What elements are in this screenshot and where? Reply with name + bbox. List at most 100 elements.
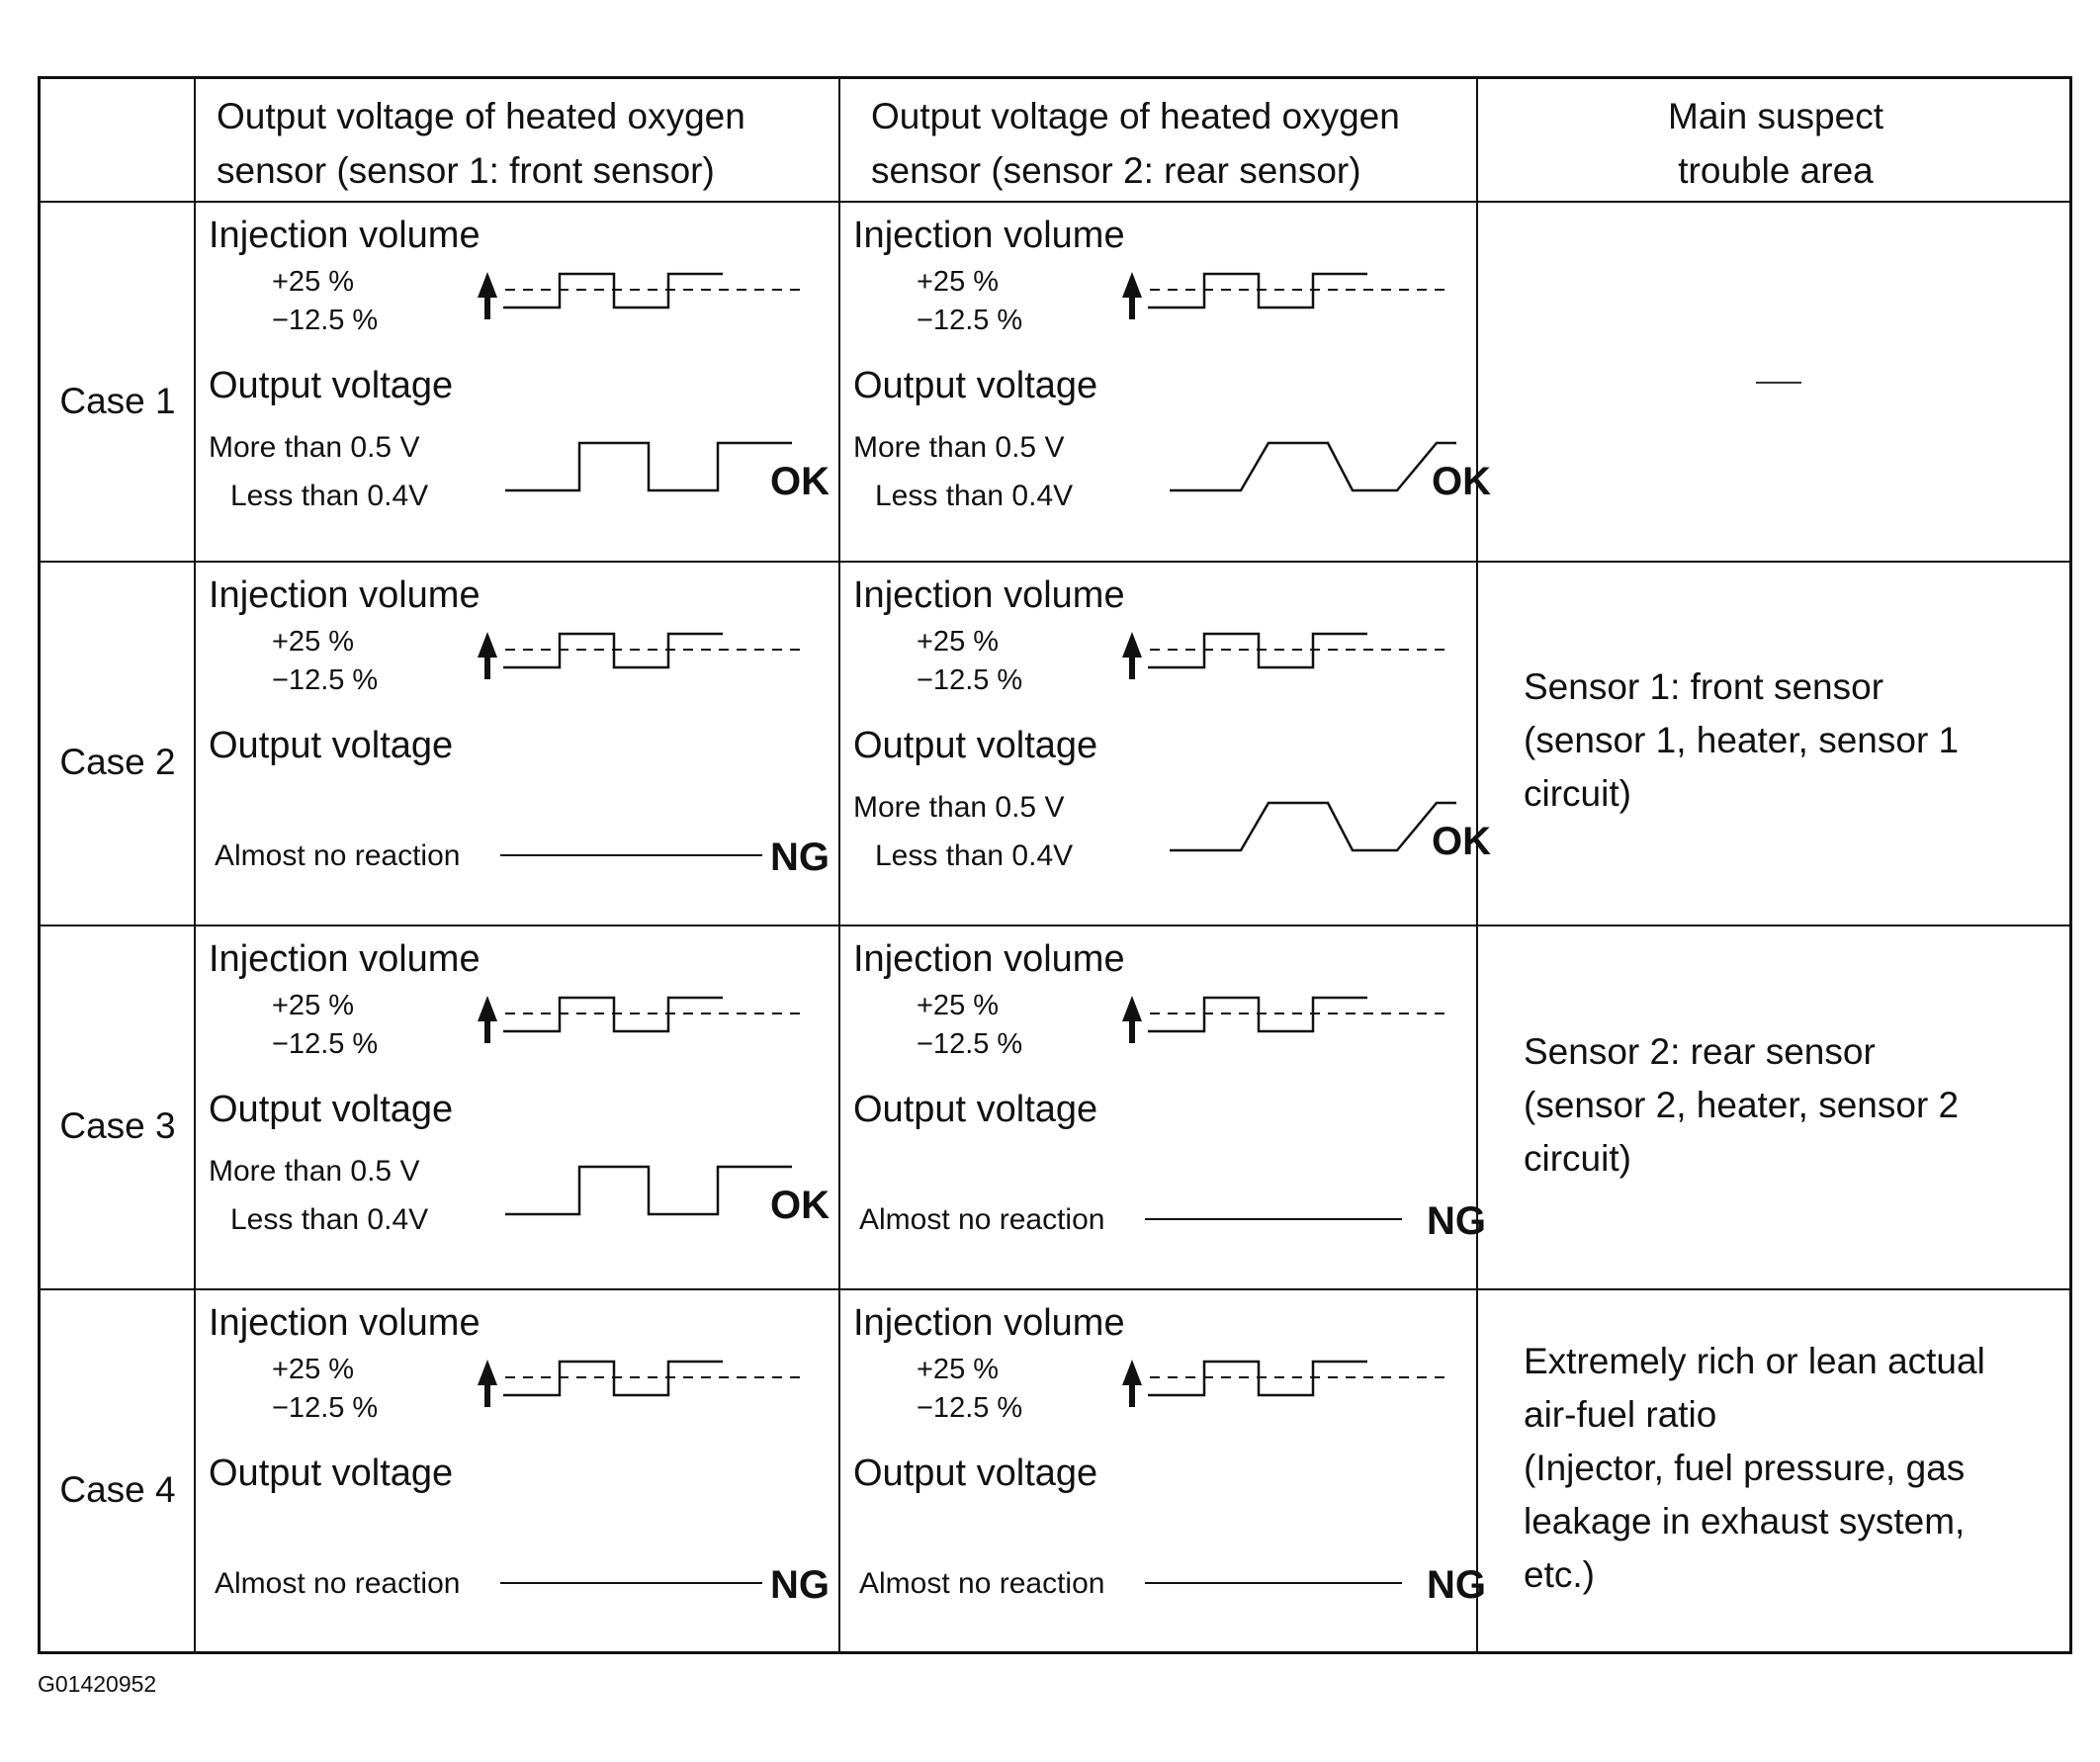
trouble-line: circuit) <box>1524 773 1631 814</box>
less-than-label: Less than 0.4V <box>230 480 429 512</box>
trouble-line: (sensor 1, heater, sensor 1 <box>1524 720 1960 760</box>
less-than-label: Less than 0.4V <box>875 480 1074 512</box>
output-voltage-waveform <box>1170 441 1456 492</box>
injection-square-wave <box>1148 272 1367 309</box>
trouble-line: Sensor 2: rear sensor <box>1524 1031 1876 1072</box>
header-rear-sensor: Output voltage of heated oxygen sensor (… <box>871 89 1400 198</box>
output-voltage-waveform <box>505 441 792 492</box>
injection-square-wave <box>1148 996 1367 1033</box>
header-line: Output voltage of heated oxygen <box>871 96 1400 136</box>
no-reaction-line <box>1145 1582 1402 1584</box>
output-voltage-label: Output voltage <box>853 1089 1098 1130</box>
more-than-label: More than 0.5 V <box>853 431 1065 464</box>
trouble-line: air-fuel ratio <box>1524 1394 1717 1435</box>
column-divider <box>194 79 196 1651</box>
up-arrow-icon <box>1122 1360 1142 1407</box>
injection-volume-label: Injection volume <box>853 574 1125 616</box>
case-3-front-sensor-cell: Injection volume +25 % −12.5 % Output volta… <box>209 925 831 1280</box>
injection-square-wave <box>503 272 723 309</box>
case-4-trouble-area: Extremely rich or lean actual air-fuel r… <box>1524 1335 2057 1602</box>
minus-12-5-label: −12.5 % <box>272 305 379 336</box>
output-voltage-label: Output voltage <box>209 1089 454 1130</box>
header-line: sensor (sensor 2: rear sensor) <box>871 150 1361 191</box>
trouble-line: circuit) <box>1524 1138 1631 1179</box>
no-reaction-line <box>500 854 762 856</box>
up-arrow-icon <box>1122 996 1142 1043</box>
row-divider <box>41 561 2069 563</box>
trouble-line: leakage in exhaust system, <box>1524 1501 1966 1542</box>
almost-no-reaction-label: Almost no reaction <box>859 1567 1105 1600</box>
voltage-slope-wave <box>1170 441 1456 492</box>
ng-verdict: NG <box>1427 1563 1486 1607</box>
ng-verdict: NG <box>770 1563 830 1607</box>
column-divider <box>838 79 840 1651</box>
minus-12-5-label: −12.5 % <box>917 1392 1023 1424</box>
up-arrow-icon <box>478 272 497 319</box>
injection-volume-label: Injection volume <box>853 215 1125 256</box>
plus-25-label: +25 % <box>917 626 1000 658</box>
case-2-rear-sensor-cell: Injection volume+25 %−12.5 %Output volta… <box>853 561 1491 917</box>
injection-volume-waveform <box>1122 1360 1446 1407</box>
injection-square-wave <box>503 632 723 669</box>
case-1-rear-sensor-cell: Injection volume+25 %−12.5 %Output volta… <box>853 201 1491 557</box>
plus-25-label: +25 % <box>272 990 355 1021</box>
injection-square-wave <box>1148 1360 1367 1397</box>
row-divider <box>41 925 2069 926</box>
trouble-line: etc.) <box>1524 1554 1595 1595</box>
ng-verdict: NG <box>770 836 830 879</box>
trouble-line: (sensor 2, heater, sensor 2 <box>1524 1085 1960 1125</box>
ok-verdict: OK <box>1432 460 1491 503</box>
injection-volume-label: Injection volume <box>209 574 481 616</box>
ok-verdict: OK <box>770 460 830 503</box>
minus-12-5-label: −12.5 % <box>272 1028 379 1060</box>
header-line: Main suspect <box>1668 96 1883 136</box>
row-divider <box>41 201 2069 203</box>
plus-25-label: +25 % <box>272 626 355 658</box>
up-arrow-icon <box>1122 272 1142 319</box>
almost-no-reaction-label: Almost no reaction <box>215 1567 461 1600</box>
up-arrow-icon <box>478 1360 497 1407</box>
no-trouble-dash <box>1756 382 1801 384</box>
case-1-label: Case 1 <box>59 381 176 421</box>
ok-verdict: OK <box>770 1184 830 1227</box>
plus-25-label: +25 % <box>272 266 355 298</box>
plus-25-label: +25 % <box>917 266 1000 298</box>
case-3-rear-sensor-cell: Injection volume+25 %−12.5 %Output volta… <box>853 925 1486 1280</box>
injection-volume-waveform <box>1122 632 1446 679</box>
case-2-label: Case 2 <box>59 742 176 782</box>
minus-12-5-label: −12.5 % <box>917 305 1023 336</box>
injection-volume-label: Injection volume <box>853 1302 1125 1344</box>
almost-no-reaction-label: Almost no reaction <box>859 1203 1105 1236</box>
no-reaction-line <box>1145 1218 1402 1220</box>
header-trouble-area: Main suspect trouble area <box>1479 89 2072 198</box>
plus-25-label: +25 % <box>917 990 1000 1021</box>
ok-verdict: OK <box>1432 820 1491 863</box>
header-front-sensor: Output voltage of heated oxygen sensor (… <box>217 89 745 198</box>
case-4-front-sensor-cell: Injection volume+25 %−12.5 %Output volta… <box>209 1288 831 1644</box>
less-than-label: Less than 0.4V <box>875 839 1074 872</box>
trouble-line: (Injector, fuel pressure, gas <box>1524 1448 1966 1488</box>
output-voltage-waveform <box>1170 801 1456 852</box>
plus-25-label: +25 % <box>917 1354 1000 1385</box>
case-1-front-sensor-cell: Injection volume+25 %−12.5 %Output volta… <box>209 201 831 557</box>
voltage-square-wave <box>505 441 792 492</box>
output-voltage-label: Output voltage <box>209 365 454 406</box>
injection-volume-waveform <box>478 272 802 319</box>
row-divider <box>41 1288 2069 1290</box>
column-divider <box>1476 79 1478 1651</box>
output-voltage-waveform <box>505 1165 792 1216</box>
up-arrow-icon <box>478 632 497 679</box>
injection-volume-label: Injection volume <box>853 938 1125 980</box>
injection-volume-waveform <box>478 632 802 679</box>
injection-volume-waveform <box>478 996 802 1043</box>
injection-square-wave <box>503 996 723 1033</box>
more-than-label: More than 0.5 V <box>209 431 420 464</box>
injection-volume-label: Injection volume <box>209 938 481 980</box>
output-voltage-label: Output voltage <box>209 1453 454 1494</box>
diagnosis-table: Output voltage of heated oxygen sensor (… <box>38 76 2072 1654</box>
header-line: trouble area <box>1678 150 1874 191</box>
injection-volume-waveform <box>478 1360 802 1407</box>
trouble-line: Extremely rich or lean actual <box>1524 1341 1985 1381</box>
injection-volume-label: Injection volume <box>209 1302 481 1344</box>
up-arrow-icon <box>478 996 497 1043</box>
